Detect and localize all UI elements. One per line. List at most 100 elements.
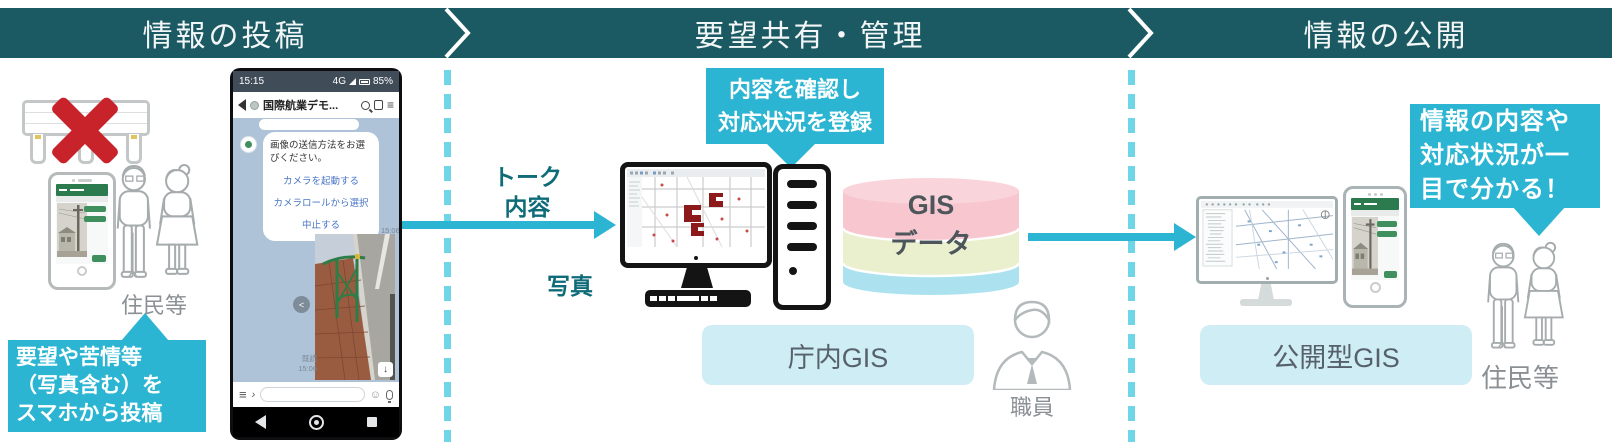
drive-slot xyxy=(787,201,817,209)
status-bar: 15:15 4G 85% xyxy=(233,71,399,92)
header-step-publish: 情報の公開 xyxy=(1303,20,1469,53)
bubble-timestamp: 15:06 xyxy=(381,226,399,235)
public-gis-label: 公開型GIS xyxy=(1200,325,1472,385)
camera-dot xyxy=(1373,193,1377,196)
nav-home-dot xyxy=(313,419,319,425)
power-led xyxy=(1265,276,1269,280)
monitor-chin xyxy=(627,252,765,264)
callout-line: （写真含む）を xyxy=(16,374,163,398)
gis-database-cylinder xyxy=(841,178,1021,295)
callout-pointer xyxy=(765,142,817,168)
key xyxy=(650,296,657,301)
message-input xyxy=(260,387,365,402)
app-title-mark xyxy=(1354,203,1361,205)
signal-icon xyxy=(348,78,356,85)
header-bar xyxy=(0,8,1612,58)
nav-back-icon xyxy=(254,415,266,429)
gis-data-label: GIS データ xyxy=(840,186,1022,264)
elderly-woman-figure xyxy=(1523,241,1564,346)
gis-map-screen xyxy=(627,169,765,248)
chat-bubble: 画像の送信方法をお選びください。 カメラを起動する カメラロールから選択 中止す… xyxy=(263,132,379,242)
arrow-label-photo: 写真 xyxy=(547,273,593,299)
search-icon xyxy=(360,100,370,110)
chat-title: 国際航業デモ... xyxy=(263,100,339,112)
street-photo xyxy=(315,234,395,380)
camera-dot xyxy=(1379,193,1383,196)
public-map-screen xyxy=(1201,201,1334,270)
app-title-mark xyxy=(1364,203,1377,205)
section-divider-2 xyxy=(1128,70,1135,442)
guardrail-leg xyxy=(30,134,46,164)
key xyxy=(659,296,666,301)
previous-bubble xyxy=(259,119,359,130)
residents-figures xyxy=(116,164,199,278)
guardrail-leg xyxy=(126,134,142,164)
guardrail-line xyxy=(25,112,147,113)
more-menu-icon: ≡ xyxy=(239,387,247,402)
android-nav-bar xyxy=(233,407,399,437)
public-smartphone xyxy=(1343,186,1407,308)
avatar-logo xyxy=(245,141,252,148)
emoji-icon: ☺ xyxy=(369,388,381,401)
flow-arrow-1 xyxy=(402,221,594,229)
bubble-text: 画像の送信方法をお選びください。 xyxy=(270,140,366,165)
phone-speaker xyxy=(56,179,108,182)
server-tower xyxy=(773,164,831,310)
app-submit-button xyxy=(92,255,106,262)
internal-gis-label: 庁内GIS xyxy=(702,325,974,385)
chat-avatar xyxy=(250,100,259,110)
office-computer-monitor xyxy=(620,162,772,268)
callout-line: 対応状況を登録 xyxy=(717,110,872,135)
header-step-manage: 要望共有・管理 xyxy=(694,20,926,53)
read-receipt: 既読 15:06 xyxy=(281,354,317,374)
photo-timestamp: 15:06 xyxy=(298,363,317,373)
key xyxy=(710,296,717,301)
status-battery: 85% xyxy=(372,76,393,87)
line-chat-phone: 15:15 4G 85% 国際航業デモ... ≡ 画像の送信方法をお選びください… xyxy=(230,68,402,440)
monitor-stand xyxy=(681,268,713,288)
monitor-stand xyxy=(1258,284,1274,300)
elderly-woman-figure xyxy=(155,164,199,275)
reflector xyxy=(35,135,41,139)
callout-line: スマホから投稿 xyxy=(16,401,163,425)
app-body xyxy=(1351,216,1399,280)
chat-header: 国際航業デモ... ≡ xyxy=(233,92,399,118)
publish-callout: 情報の内容や 対応状況が一 目で分かる！ xyxy=(1410,104,1600,208)
report-photo-thumbnail xyxy=(1352,217,1378,275)
share-icon: < xyxy=(293,296,310,313)
section-divider-1 xyxy=(444,70,451,442)
camera-dot xyxy=(1367,193,1371,196)
key xyxy=(701,296,708,301)
power-led xyxy=(694,256,698,260)
mic-icon xyxy=(386,389,393,403)
menu-icon: ≡ xyxy=(386,98,394,112)
app-submit-button xyxy=(1384,271,1397,278)
report-photo-thumbnail xyxy=(57,203,87,257)
chevron-separator-1 xyxy=(444,8,471,58)
monitor-chin xyxy=(1201,274,1333,282)
header-step-post: 情報の投稿 xyxy=(142,20,308,53)
db-line: GIS xyxy=(907,190,955,220)
battery-icon xyxy=(358,78,370,85)
back-chevron-icon xyxy=(238,99,246,111)
staff-label: 職員 xyxy=(1009,395,1054,420)
home-button xyxy=(1369,282,1381,293)
camera-dot xyxy=(72,179,75,182)
callout-pointer xyxy=(121,313,169,341)
monitor-base xyxy=(1240,299,1292,306)
notes-icon xyxy=(373,100,383,110)
app-button xyxy=(1377,231,1397,237)
header-chevron-separators xyxy=(444,8,1154,58)
app-button xyxy=(84,206,106,212)
speaker-slot xyxy=(78,179,92,182)
input-bar: ≡ › ☺ xyxy=(233,382,399,407)
option-camera-roll: カメラロールから選択 xyxy=(273,197,369,209)
option-launch-camera: カメラを起動する xyxy=(282,175,359,187)
drive-slot xyxy=(787,243,817,251)
nav-recent-icon xyxy=(367,417,378,427)
option-cancel: 中止する xyxy=(301,220,340,232)
callout-line: 目で分かる！ xyxy=(1420,176,1570,204)
talk-line: トーク xyxy=(493,164,562,190)
elderly-man-figure xyxy=(116,165,151,278)
